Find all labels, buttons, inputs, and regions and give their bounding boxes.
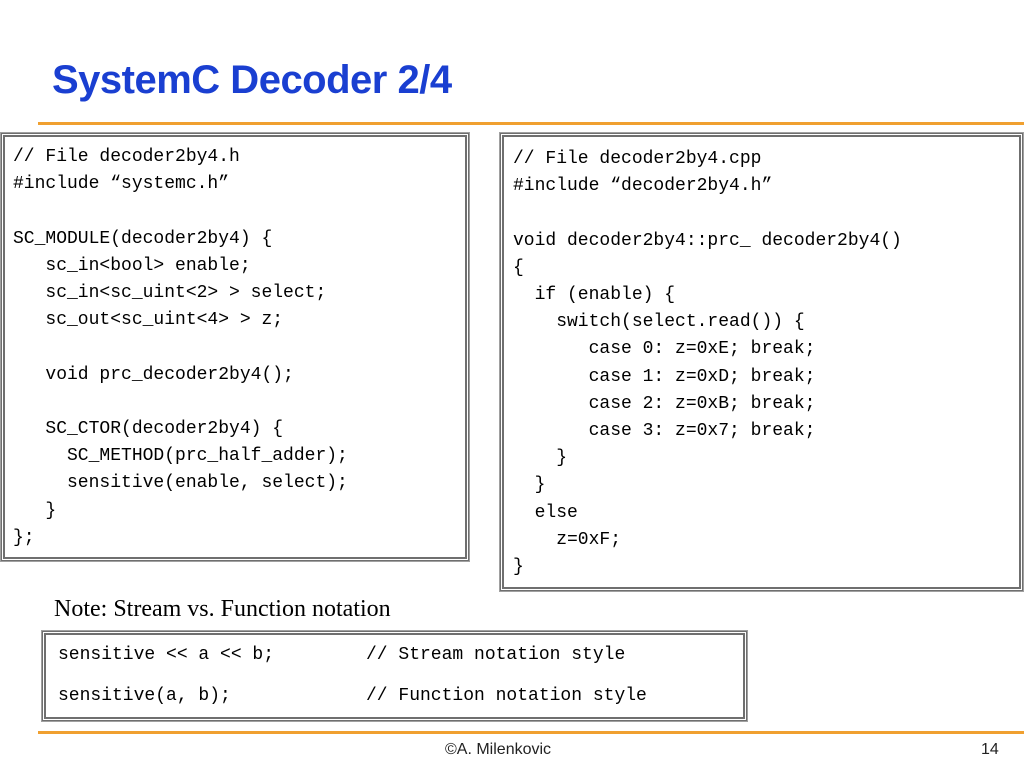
stream-notation-row: sensitive << a << b; // Stream notation s… bbox=[58, 645, 625, 665]
cpp-code-box: // File decoder2by4.cpp #include “decode… bbox=[499, 132, 1024, 592]
function-notation-comment: // Function notation style bbox=[366, 686, 647, 706]
page-number: 14 bbox=[981, 741, 999, 758]
title-divider bbox=[38, 122, 1024, 125]
stream-notation-code: sensitive << a << b; bbox=[58, 645, 275, 665]
note-heading: Note: Stream vs. Function notation bbox=[54, 596, 391, 622]
function-notation-row: sensitive(a, b); // Function notation sty… bbox=[58, 686, 647, 706]
footer-author: ©A. Milenkovic bbox=[445, 741, 552, 758]
cpp-code: // File decoder2by4.cpp #include “decode… bbox=[513, 149, 902, 578]
header-code-box: // File decoder2by4.h #include “systemc.… bbox=[0, 132, 470, 562]
notation-code-box: sensitive << a << b; // Stream notation s… bbox=[41, 630, 748, 722]
slide-title: SystemC Decoder 2/4 bbox=[52, 58, 452, 102]
header-code: // File decoder2by4.h #include “systemc.… bbox=[13, 147, 348, 548]
stream-notation-comment: // Stream notation style bbox=[366, 645, 626, 665]
function-notation-code: sensitive(a, b); bbox=[58, 686, 231, 706]
footer-divider bbox=[38, 731, 1024, 734]
